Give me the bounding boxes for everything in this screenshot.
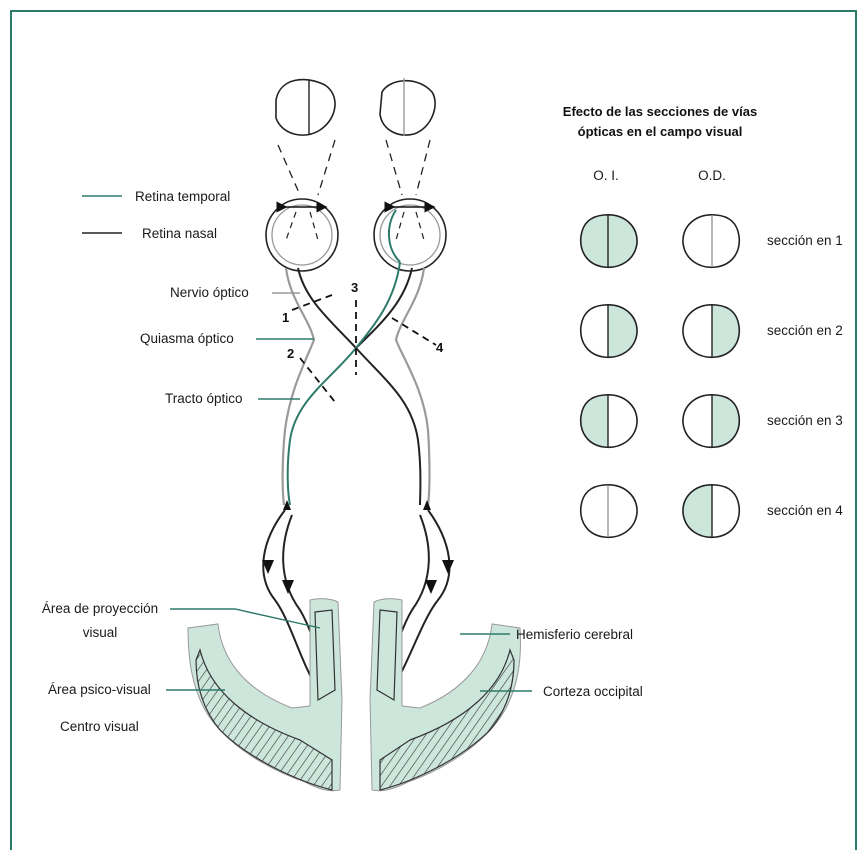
- section-lines: [292, 295, 436, 402]
- label-centro-visual: Centro visual: [60, 719, 139, 734]
- occipital-cortex-right: [370, 599, 520, 791]
- section-number-2: 2: [287, 346, 294, 361]
- radiation-arrows: [262, 500, 454, 594]
- temporal-fibers: [288, 262, 400, 505]
- field-oi-1: [576, 210, 640, 270]
- label-hemisferio-cerebral: Hemisferio cerebral: [516, 627, 633, 642]
- field-oi-4: [581, 485, 637, 537]
- nasal-fibers: [298, 268, 421, 505]
- field-od-2: [683, 300, 744, 360]
- panel-title-line-1: Efecto de las secciones de vías: [563, 104, 757, 119]
- field-od-1: [683, 215, 739, 267]
- label-quiasma-optico: Quiasma óptico: [140, 331, 234, 346]
- panel-title-line-2: ópticas en el campo visual: [578, 124, 743, 139]
- column-header-od: O.D.: [698, 168, 726, 183]
- legend-temporal-label: Retina temporal: [135, 189, 230, 204]
- label-area-proyeccion-1: Área de proyección: [42, 601, 158, 616]
- section-number-3: 3: [351, 280, 358, 295]
- visual-field-table: sección en 1 sección en 2 sección en 3 secc…: [576, 210, 843, 540]
- column-header-oi: O. I.: [593, 168, 619, 183]
- section-label-4: sección en 4: [767, 503, 843, 518]
- section-number-4: 4: [436, 340, 444, 355]
- right-eye: [374, 199, 446, 271]
- field-oi-2: [581, 300, 640, 360]
- left-eye: [266, 199, 338, 271]
- field-od-3: [683, 390, 744, 450]
- label-corteza-occipital: Corteza occipital: [543, 684, 643, 699]
- label-nervio-optico: Nervio óptico: [170, 285, 249, 300]
- projection-dashes: [278, 140, 430, 195]
- field-oi-3: [576, 390, 637, 450]
- legend-nasal-label: Retina nasal: [142, 226, 217, 241]
- field-od-4: [680, 480, 739, 540]
- label-area-proyeccion-2: visual: [83, 625, 118, 640]
- label-area-psico-visual: Área psico-visual: [48, 682, 151, 697]
- visual-field-left-top: [276, 80, 335, 136]
- section-label-1: sección en 1: [767, 233, 843, 248]
- leader-area-proyeccion: [170, 609, 320, 628]
- section-label-2: sección en 2: [767, 323, 843, 338]
- section-number-1: 1: [282, 310, 289, 325]
- visual-field-right-top: [380, 78, 435, 136]
- label-tracto-optico: Tracto óptico: [165, 391, 243, 406]
- section-label-3: sección en 3: [767, 413, 843, 428]
